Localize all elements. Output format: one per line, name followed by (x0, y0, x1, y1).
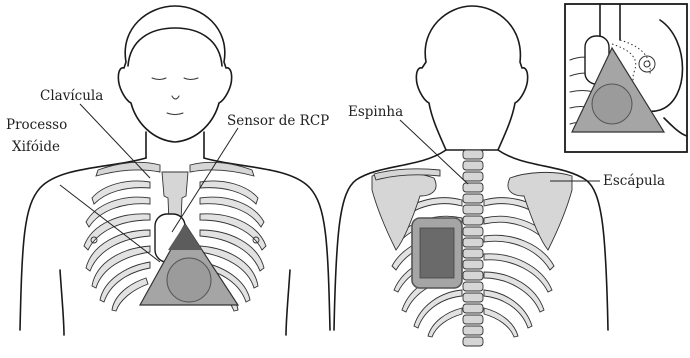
label-cpr-sensor: Sensor de RCP (227, 113, 329, 129)
inset-side-view (565, 4, 687, 152)
label-xiphoid-line1: Processo (6, 117, 67, 133)
label-clavicle: Clavícula (40, 88, 103, 104)
label-spine: Espinha (348, 104, 403, 120)
spine-vertebrae (463, 150, 483, 346)
back-head-outline (416, 6, 527, 150)
xiphoid-leader-line (60, 185, 160, 262)
front-figure (20, 6, 330, 335)
front-head-outline (118, 6, 231, 142)
back-electrode-pad-inner (420, 228, 454, 278)
label-xiphoid-line2: Xifóide (12, 139, 60, 155)
front-clavicle-right (190, 162, 254, 176)
front-clavicle-left (96, 162, 160, 176)
front-electrode-circle (167, 258, 211, 302)
front-ribs-left (84, 181, 150, 311)
label-scapula: Escápula (603, 173, 665, 189)
inset-electrode-circle (592, 84, 632, 124)
